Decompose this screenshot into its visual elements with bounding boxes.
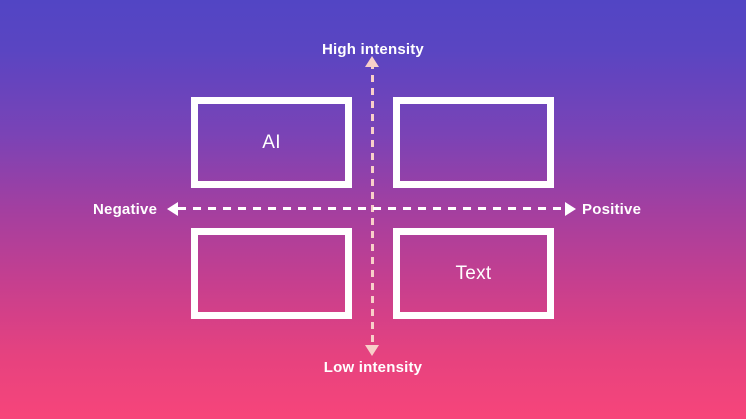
axis-arrow-down-icon [365,345,379,356]
axis-label-high-intensity: High intensity [322,41,424,58]
axis-label-negative: Negative [93,201,158,218]
quadrant-box-bottom-left[interactable] [191,228,352,319]
axis-arrow-left-icon [167,202,178,216]
axis-label-low-intensity: Low intensity [323,359,423,376]
quadrant-label-top-left: AI [262,131,281,153]
vertical-axis-line [371,62,374,348]
axis-label-positive: Positive [582,201,642,218]
quadrant-box-top-left[interactable]: AI [191,97,352,188]
quadrant-box-bottom-right[interactable]: Text [393,228,554,319]
quadrant-box-top-right[interactable] [393,97,554,188]
axis-arrow-right-icon [565,202,576,216]
horizontal-axis-line [178,207,566,210]
axis-arrow-up-icon [365,56,379,67]
quadrant-label-bottom-right: Text [455,262,492,284]
